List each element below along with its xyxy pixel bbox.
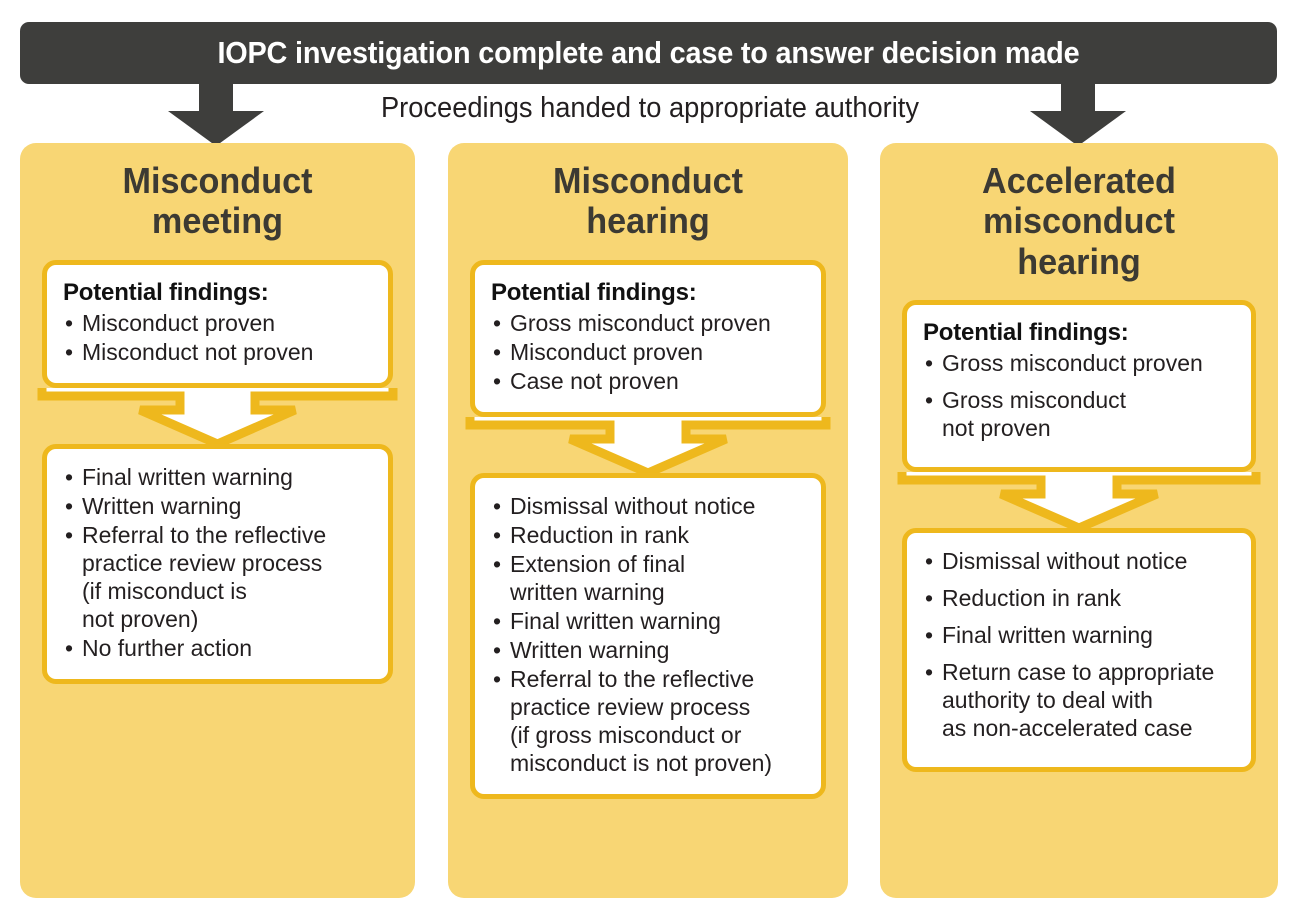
outcomes-card: Dismissal without notice Reduction in ra…	[470, 472, 826, 800]
list-item: Reduction in rank	[923, 584, 1235, 612]
column-misconduct-meeting: Misconduct meeting Potential findings: M…	[20, 143, 415, 898]
list-item: Gross misconduct not proven	[923, 386, 1235, 442]
list-item: Misconduct proven	[491, 338, 805, 366]
list-item: No further action	[63, 634, 372, 662]
list-item: Reduction in rank	[491, 521, 805, 549]
list-item: Dismissal without notice	[923, 547, 1235, 575]
header-banner: IOPC investigation complete and case to …	[20, 22, 1277, 84]
findings-list: Gross misconduct proven Misconduct prove…	[491, 309, 805, 395]
potential-findings-card: Potential findings: Gross misconduct pro…	[470, 259, 826, 417]
arrow-head	[1030, 111, 1126, 146]
potential-findings-card: Potential findings: Misconduct proven Mi…	[42, 259, 393, 388]
down-arrow-icon-left	[168, 84, 264, 146]
potential-findings-card: Potential findings: Gross misconduct pro…	[902, 299, 1256, 473]
down-arrow-icon-connector	[448, 416, 848, 473]
outcomes-card: Final written warning Written warning Re…	[42, 443, 393, 685]
outcomes-list: Dismissal without notice Reduction in ra…	[491, 492, 805, 777]
list-item: Case not proven	[491, 367, 805, 395]
arrow-stem	[1061, 84, 1095, 114]
arrow-stem	[199, 84, 233, 114]
column-title: Misconduct hearing	[552, 160, 743, 242]
list-item: Referral to the reflective practice revi…	[491, 665, 805, 777]
list-item: Final written warning	[491, 607, 805, 635]
list-item: Return case to appropriate authority to …	[923, 658, 1235, 742]
findings-list: Misconduct proven Misconduct not proven	[63, 309, 372, 366]
list-item: Final written warning	[923, 621, 1235, 649]
proceedings-caption: Proceedings handed to appropriate author…	[380, 92, 920, 124]
arrow-head	[168, 111, 264, 146]
column-accelerated-misconduct-hearing: Accelerated misconduct hearing Potential…	[880, 143, 1278, 898]
column-misconduct-hearing: Misconduct hearing Potential findings: G…	[448, 143, 848, 898]
page-title: IOPC investigation complete and case to …	[217, 35, 1080, 70]
list-item: Misconduct not proven	[63, 338, 372, 366]
list-item: Written warning	[491, 636, 805, 664]
down-arrow-icon-connector	[20, 387, 415, 444]
list-item: Misconduct proven	[63, 309, 372, 337]
list-item: Dismissal without notice	[491, 492, 805, 520]
down-arrow-icon-connector	[880, 472, 1278, 529]
list-item: Final written warning	[63, 463, 372, 491]
list-item: Extension of final written warning	[491, 550, 805, 606]
column-title: Accelerated misconduct hearing	[982, 160, 1176, 282]
outcomes-list: Final written warning Written warning Re…	[63, 463, 372, 662]
findings-list: Gross misconduct proven Gross misconduct…	[923, 349, 1235, 442]
findings-heading: Potential findings:	[923, 318, 1129, 346]
list-item: Written warning	[63, 492, 372, 520]
list-item: Gross misconduct proven	[923, 349, 1235, 377]
outcomes-list: Dismissal without notice Reduction in ra…	[923, 547, 1235, 742]
column-title: Misconduct meeting	[122, 160, 313, 242]
down-arrow-icon-right	[1030, 84, 1126, 146]
outcomes-card: Dismissal without notice Reduction in ra…	[902, 528, 1256, 773]
list-item: Gross misconduct proven	[491, 309, 805, 337]
findings-heading: Potential findings:	[491, 278, 697, 306]
list-item: Referral to the reflective practice revi…	[63, 521, 372, 633]
findings-heading: Potential findings:	[63, 278, 269, 306]
